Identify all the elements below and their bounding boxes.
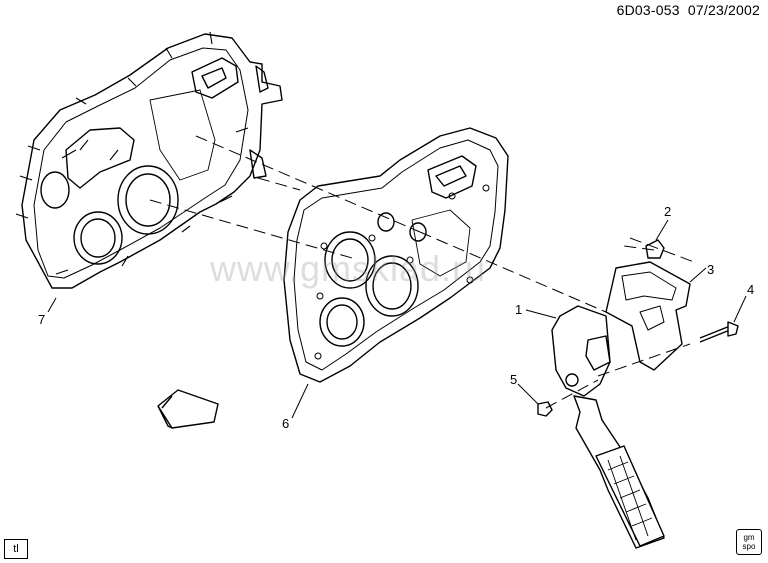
front-panel-part-6: [283, 127, 509, 383]
logo-line-2: spo: [742, 542, 756, 551]
watermark: www.gmsklad.ru: [210, 248, 487, 289]
corner-tag[interactable]: tl: [4, 539, 28, 559]
callout-2: 2: [664, 204, 672, 219]
callout-7: 7: [38, 312, 46, 327]
bolt-part-4: [699, 321, 739, 343]
front-arrow-icon: [157, 389, 219, 429]
callout-4: 4: [747, 282, 755, 297]
bracket-part-3: [605, 261, 691, 371]
nut-part-2: [645, 239, 665, 259]
callout-6: 6: [282, 416, 290, 431]
pedal-module-part-1: [551, 305, 665, 549]
callout-3: 3: [707, 262, 715, 277]
document-header: 6D03-053 07/23/2002: [617, 2, 760, 18]
nut-part-5: [537, 401, 553, 417]
logo-line-1: gm: [743, 533, 755, 542]
rear-panel-part-7: [15, 31, 283, 289]
callout-1: 1: [515, 302, 523, 317]
doc-date: 07/23/2002: [687, 2, 760, 18]
doc-id: 6D03-053: [616, 2, 680, 18]
callout-5: 5: [510, 372, 518, 387]
gm-spo-logo: gm spo: [736, 529, 762, 555]
